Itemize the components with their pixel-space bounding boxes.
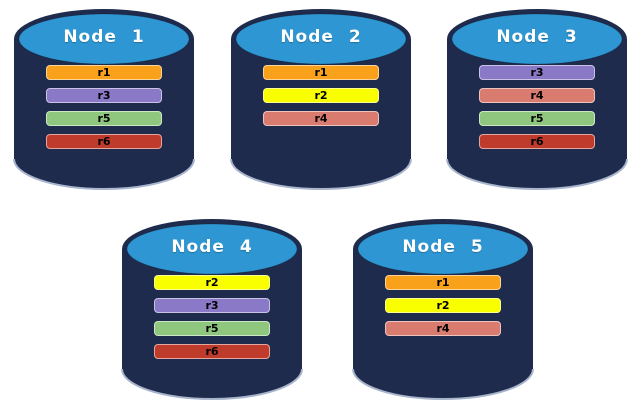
cylinder-bottom-highlight <box>121 368 303 400</box>
replica-list: r1 r3 r5 r6 <box>46 65 162 157</box>
replica-list: r2 r3 r5 r6 <box>154 275 270 367</box>
cylinder-bottom-highlight <box>230 158 412 190</box>
replica-bar: r4 <box>479 88 595 103</box>
node-label: Node 5 <box>402 237 484 257</box>
cylinder-bottom-highlight <box>13 158 195 190</box>
replica-bar: r6 <box>479 134 595 149</box>
replica-list: r3 r4 r5 r6 <box>479 65 595 157</box>
cylinder-bottom-highlight <box>446 158 628 190</box>
replica-bar: r4 <box>263 111 379 126</box>
cylinder-bottom-highlight <box>352 368 534 400</box>
cylinder-top-ellipse <box>357 223 529 275</box>
replica-bar: r3 <box>46 88 162 103</box>
replica-list: r1 r2 r4 <box>263 65 379 134</box>
node-4-cylinder: Node 4 r2 r3 r5 r6 <box>121 218 303 400</box>
replica-bar: r3 <box>479 65 595 80</box>
replica-bar: r5 <box>46 111 162 126</box>
replica-bar: r1 <box>46 65 162 80</box>
cylinder-top-ellipse <box>235 13 407 65</box>
node-3-cylinder: Node 3 r3 r4 r5 r6 <box>446 8 628 190</box>
replica-bar: r5 <box>154 321 270 336</box>
cylinder-top-ellipse <box>126 223 298 275</box>
node-5-cylinder: Node 5 r1 r2 r4 <box>352 218 534 400</box>
replica-bar: r3 <box>154 298 270 313</box>
cylinder-top-ellipse <box>18 13 190 65</box>
replica-bar: r1 <box>385 275 501 290</box>
replica-bar: r2 <box>263 88 379 103</box>
replica-bar: r6 <box>46 134 162 149</box>
replica-bar: r5 <box>479 111 595 126</box>
replica-bar: r2 <box>385 298 501 313</box>
replica-bar: r1 <box>263 65 379 80</box>
node-label: Node 1 <box>63 27 145 47</box>
node-1-cylinder: Node 1 r1 r3 r5 r6 <box>13 8 195 190</box>
replica-bar: r2 <box>154 275 270 290</box>
node-label: Node 4 <box>171 237 253 257</box>
replica-list: r1 r2 r4 <box>385 275 501 344</box>
node-label: Node 2 <box>280 27 362 47</box>
replica-bar: r4 <box>385 321 501 336</box>
node-2-cylinder: Node 2 r1 r2 r4 <box>230 8 412 190</box>
cylinder-top-ellipse <box>451 13 623 65</box>
node-label: Node 3 <box>496 27 578 47</box>
replica-bar: r6 <box>154 344 270 359</box>
